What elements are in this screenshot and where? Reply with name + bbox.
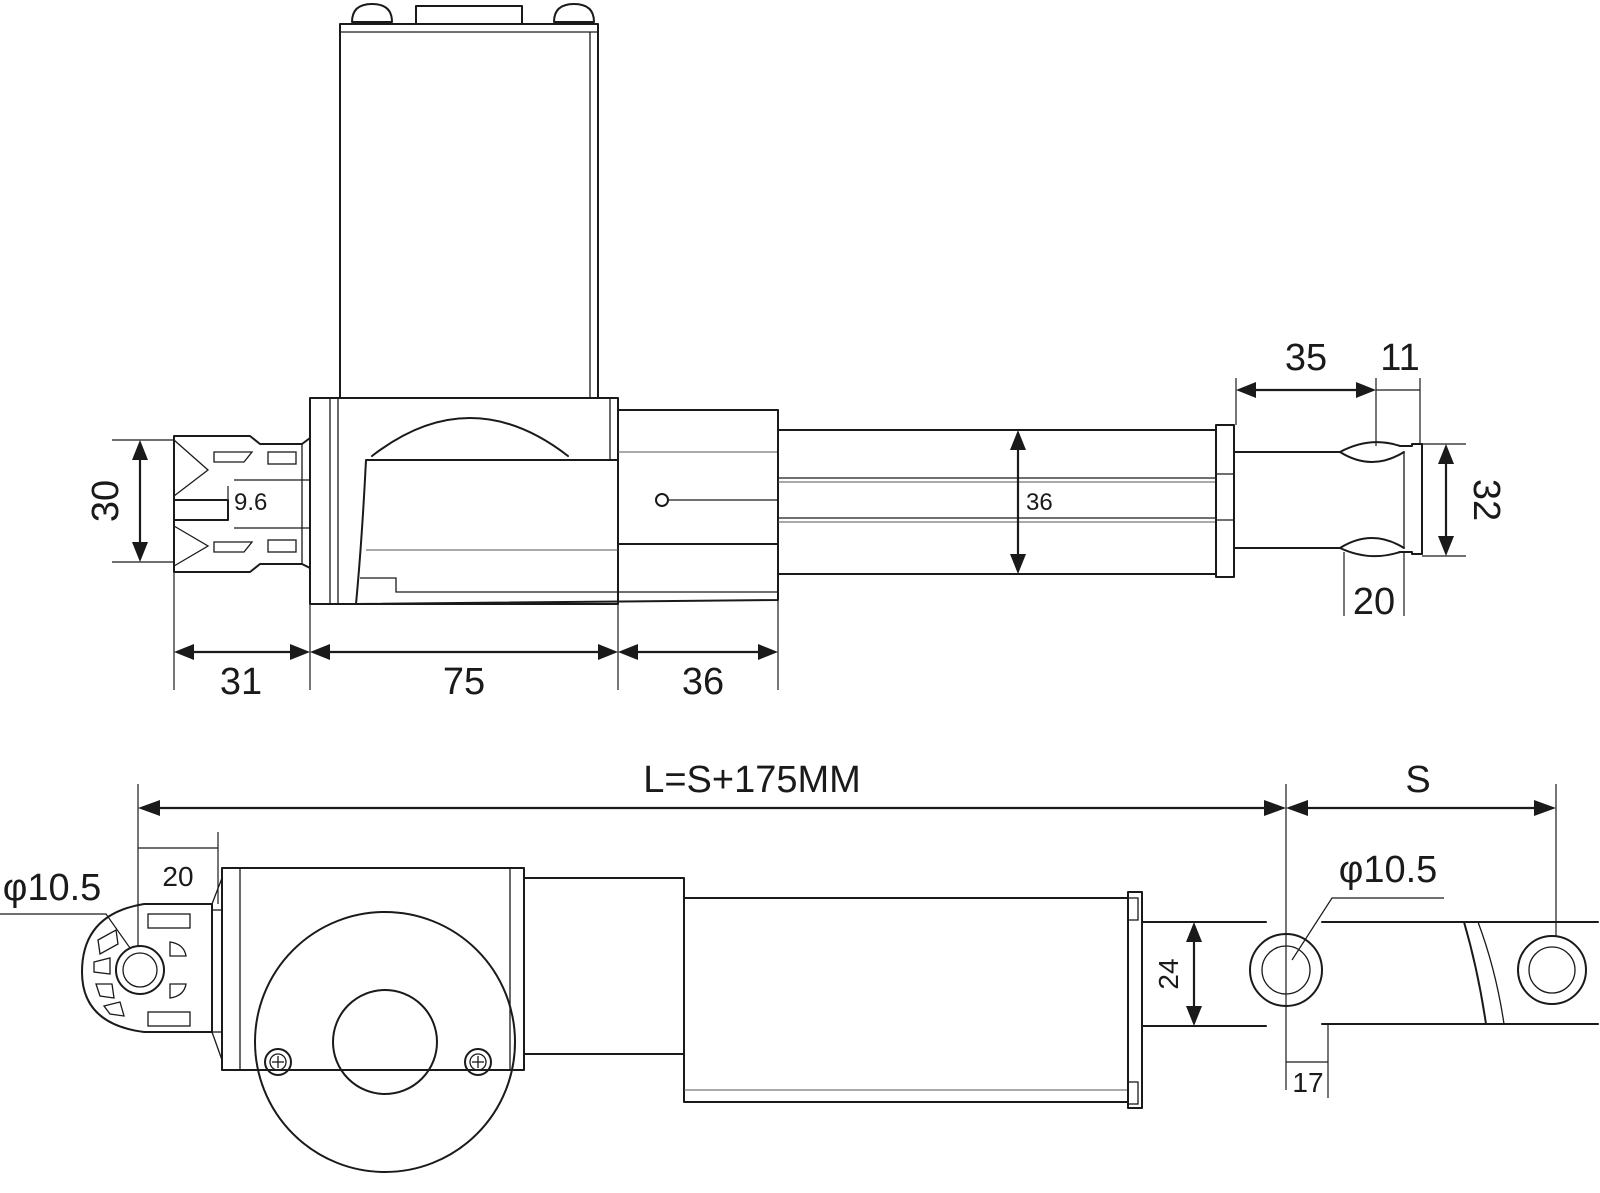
label-36-tube: 36: [1026, 489, 1053, 516]
dim-hole-left: φ10.5: [0, 867, 131, 949]
label-31: 31: [220, 661, 262, 703]
label-32: 32: [1465, 479, 1507, 521]
label-35: 35: [1285, 337, 1327, 379]
dim-20-top: 20: [1343, 552, 1405, 623]
label-hole-left: φ10.5: [3, 867, 102, 909]
label-length: L=S+175MM: [643, 759, 861, 801]
label-36-bottom: 36: [682, 661, 724, 703]
outer-body: [617, 409, 779, 545]
dim-hole-right: φ10.5: [1291, 849, 1444, 961]
side-outer-tube: [683, 891, 1143, 1109]
top-view: 30 9.6 31 75 36: [85, 3, 1507, 703]
side-inner-rod: [1141, 921, 1599, 1027]
gearbox: [309, 397, 779, 605]
label-11: 11: [1380, 337, 1419, 379]
dim-9-6: 9.6: [227, 486, 267, 516]
rear-eye: [81, 903, 223, 1033]
dim-length: L=S+175MM S: [137, 759, 1557, 1090]
label-75: 75: [443, 661, 485, 703]
side-view: L=S+175MM S 20 φ10.5 φ10.5 24: [0, 759, 1599, 1173]
label-20-top: 20: [1353, 581, 1395, 623]
dim-17: 17: [1286, 1024, 1329, 1098]
label-24: 24: [1153, 958, 1184, 989]
dim-35-11: 35 11: [1235, 337, 1421, 446]
label-stroke: S: [1405, 759, 1430, 801]
dim-30: 30: [85, 439, 174, 563]
rod-end: [1233, 441, 1423, 558]
extension-tube: [777, 424, 1235, 578]
dim-36-tube: 36: [1010, 430, 1053, 574]
dim-20-side: 20: [138, 832, 219, 904]
label-30: 30: [85, 480, 127, 522]
dim-bottom-chain: 31 75 36: [173, 572, 779, 703]
side-gearbox: [211, 867, 685, 1071]
dim-24: 24: [1153, 921, 1210, 1027]
label-20-side: 20: [162, 861, 193, 892]
label-9-6: 9.6: [234, 489, 267, 516]
side-motor: [254, 911, 516, 1173]
label-hole-right: φ10.5: [1339, 849, 1438, 891]
motor-housing: [339, 3, 599, 399]
label-17: 17: [1292, 1067, 1323, 1098]
dim-32: 32: [1422, 443, 1507, 557]
